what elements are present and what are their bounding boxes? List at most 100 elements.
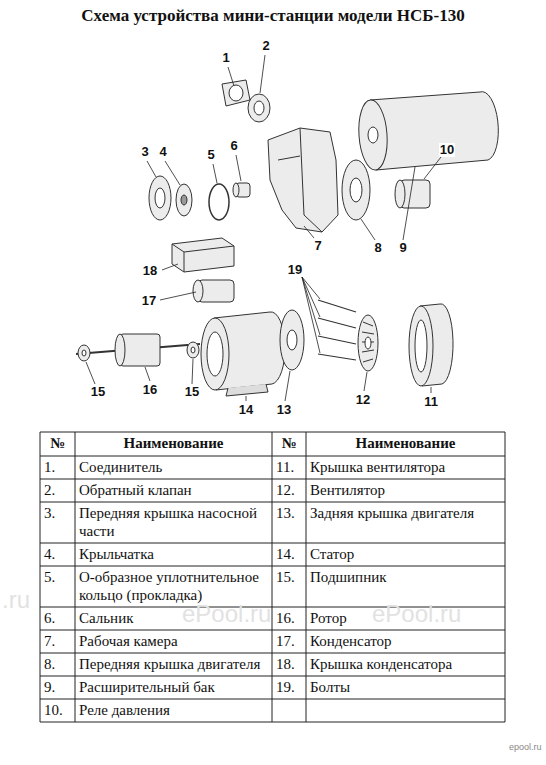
diagram-title: Схема устройства мини-станции модели НСБ… [0,6,546,26]
watermark: .ru [2,586,30,614]
table-cell: Соединитель [75,456,272,478]
expansion-tank-part-shape [368,127,378,143]
capacitor-part [193,280,234,302]
callout-number: 4 [158,145,167,159]
connector-part-shape [229,85,243,101]
pump-chamber-part-shape [268,128,338,232]
check-valve-part [248,94,270,122]
table-line [272,432,273,722]
connector-part-shape [222,80,250,106]
callout-number: 7 [313,239,322,253]
bearing-part-shape [82,350,86,356]
o-ring-part [209,184,229,220]
table-cell: 13. [272,502,306,524]
connector-part [222,80,250,106]
pump-chamber-part-shape [300,128,322,232]
table-header: № [40,432,75,454]
table-cell: 12. [272,479,306,501]
table-cell: Подшипник [306,566,505,588]
callout-number: 11 [423,395,439,409]
callout-number: 12 [355,393,371,407]
bearing-part-shape [191,347,195,353]
table-cell: Реле давления [75,699,272,721]
callout-number: 3 [140,145,149,159]
stator-part-shape [226,384,268,396]
impeller-part-shape [176,184,192,216]
front-cover-part [149,176,171,220]
leader-lines-shape [228,67,234,86]
watermark: ePool.ru [182,600,271,628]
capacitor-cover-part-shape [172,238,234,272]
table-cell: 10. [40,699,75,721]
table-cell: 8. [40,653,75,675]
callout-number: 10 [439,143,455,157]
impeller-part [176,184,192,216]
check-valve-part-shape [248,94,270,122]
leader-lines-shape [302,277,320,335]
callout-number: 6 [229,139,238,153]
callout-number: 9 [398,241,407,255]
table-line [75,432,76,722]
motor-front-cover-part [342,160,370,220]
rotor-part-shape [120,334,160,366]
leader-lines-shape [145,367,150,381]
fan-part [358,315,378,371]
fan-part-shape [358,315,378,371]
fan-cover-part-shape [409,306,433,386]
expansion-tank-part-shape [370,92,498,170]
callout-number: 13 [276,403,292,417]
leader-lines-shape [361,219,375,240]
table-line [40,432,41,722]
leader-lines-shape [162,264,178,270]
table-cell: Обратный клапан [75,479,272,501]
table-header: Наименование [75,432,272,454]
bolt-part-shape [318,300,356,312]
table-header: Наименование [306,432,505,454]
table-cell: 2. [40,479,75,501]
bolt-part-shape [318,354,356,360]
motor-front-cover-part-shape [350,178,362,202]
table-cell: Крыльчатка [75,543,272,565]
seal-part-shape [233,183,239,197]
table-cell: 3. [40,502,75,524]
fan-part-shape [365,337,371,349]
leader-lines-shape [364,372,367,391]
bolt-part-shape [318,336,356,344]
table-cell: Статор [306,543,505,565]
leader-lines-shape [192,359,193,384]
bolt-part-shape [318,318,356,328]
table-cell: 1. [40,456,75,478]
leader-lines [86,55,441,401]
pump-chamber-part [268,128,338,232]
callout-number: 8 [373,241,382,255]
bearing-part [78,342,199,361]
callout-number: 14 [238,403,254,417]
rear-cover-part [280,310,304,370]
leader-lines-shape [285,371,290,401]
leader-lines-shape [213,164,217,183]
fan-part-shape [362,322,374,362]
seal-part [233,183,250,197]
table-cell: 19. [272,676,306,698]
callout-number: 19 [287,263,303,277]
table-cell: Крышка конденсатора [306,653,505,675]
table-cell: Рабочая камера [75,630,272,652]
leader-lines-shape [431,387,432,393]
callout-number: 16 [142,383,158,397]
pump-chamber-part-shape [278,156,300,160]
callout-number: 2 [261,39,270,53]
leader-lines-shape [260,55,265,93]
leader-lines-shape [86,362,95,384]
table-cell: Болты [306,676,505,698]
table-cell: Сальник [75,607,272,629]
leader-lines-shape [302,277,320,317]
leader-lines-shape [236,155,241,181]
leader-lines-shape [424,157,441,179]
table-cell: 4. [40,543,75,565]
leader-lines-shape [304,226,314,238]
table-cell: 17. [272,630,306,652]
table-cell: 5. [40,566,75,588]
expansion-tank-part [357,92,499,171]
rear-cover-part-shape [280,310,304,370]
